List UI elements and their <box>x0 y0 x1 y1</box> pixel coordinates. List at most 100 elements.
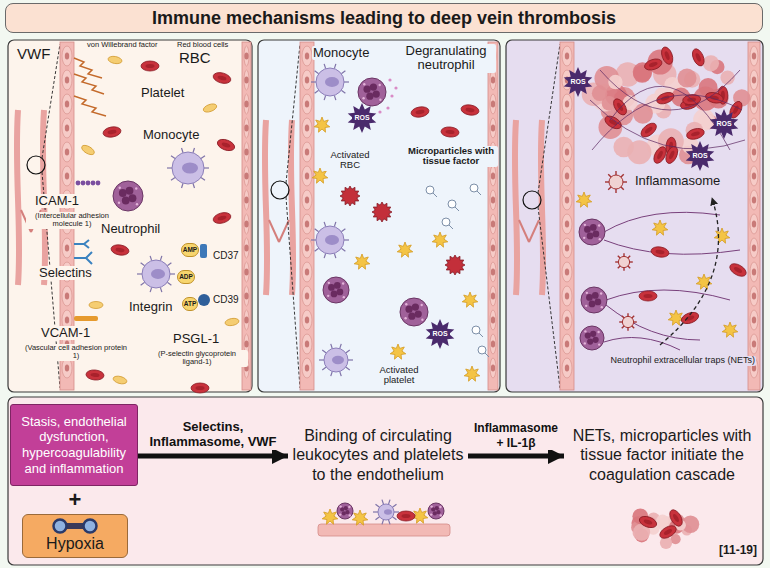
zoom-line <box>286 44 300 183</box>
part-label: von Willebrand factor <box>86 41 158 49</box>
cell-nucleus <box>65 173 69 180</box>
receptor <box>322 367 326 370</box>
red-blood-cell-center <box>445 130 454 135</box>
red-blood-cell <box>102 126 121 139</box>
zoom-line <box>538 44 560 193</box>
activated-platelet <box>652 220 668 235</box>
molecule-label: ADP <box>177 270 195 283</box>
part-label: Monocyte <box>142 128 200 142</box>
cell-nucleus <box>565 245 569 252</box>
icam-bead <box>91 181 96 186</box>
granule <box>327 295 329 297</box>
red-blood-cell <box>212 211 232 225</box>
red-blood-cell-center <box>90 373 99 378</box>
cell-nucleus <box>752 173 756 180</box>
endothelial-cell <box>62 142 72 162</box>
cell-nucleus <box>65 317 69 324</box>
panel-frame <box>258 40 500 392</box>
monocyte <box>172 152 204 184</box>
cell-nucleus <box>244 317 248 324</box>
endothelial-cell <box>244 310 249 330</box>
cell-nucleus <box>244 293 248 300</box>
receptor <box>160 256 162 261</box>
neutrophil <box>579 219 605 245</box>
red-blood-cell <box>685 127 705 141</box>
ros-label: ROS <box>714 120 733 128</box>
endothelial-cell <box>302 46 312 66</box>
zoom-line <box>538 207 560 388</box>
receptor <box>341 248 345 251</box>
endothelial-cell <box>62 46 72 66</box>
neutrophil-nucleus-lobe <box>345 510 349 514</box>
ros-label: ROS <box>690 152 709 160</box>
receptor <box>201 177 205 180</box>
receptor <box>160 287 162 292</box>
vessel-wall <box>748 42 760 390</box>
endothelial-cell <box>490 358 496 378</box>
platelet <box>112 375 127 385</box>
vein-valve <box>269 220 289 242</box>
flow-arrow <box>468 454 564 459</box>
cell-nucleus <box>565 317 569 324</box>
cell-nucleus <box>244 269 248 276</box>
neutrophil-nucleus-lobe <box>585 332 591 338</box>
microparticle <box>470 184 478 192</box>
red-blood-cell <box>639 291 657 301</box>
red-blood-cell-center <box>196 386 205 390</box>
receptor <box>324 95 326 100</box>
part-label: CD39 <box>212 294 240 305</box>
red-blood-cell-center <box>146 64 155 68</box>
cell-nucleus <box>491 101 495 108</box>
cell-nucleus <box>65 77 69 84</box>
endothelial-cell <box>562 94 572 114</box>
red-blood-cell-center <box>644 126 654 135</box>
cd39-enzyme <box>198 294 210 306</box>
neutrophil-nucleus-lobe <box>593 231 600 238</box>
endothelial-cell <box>750 142 758 162</box>
cell-nucleus <box>65 53 69 60</box>
activated-red-blood-cell <box>372 202 392 222</box>
neutrophil-nucleus-lobe <box>370 83 377 90</box>
granule <box>405 303 407 305</box>
vcam-rod <box>74 316 98 321</box>
receptor <box>311 239 316 240</box>
outcome-text: NETs, microparticles with tissue factor … <box>564 426 760 484</box>
red-blood-cell-center <box>672 513 680 523</box>
node-text: Hypoxia <box>46 535 104 553</box>
granule <box>600 292 602 294</box>
neutrophil-nucleus-lobe <box>340 507 344 511</box>
cell-nucleus <box>752 293 756 300</box>
cell-nucleus <box>565 365 569 372</box>
neutrophil-nucleus-lobe <box>435 506 439 510</box>
receptor <box>392 504 396 507</box>
ros-burst <box>348 103 377 133</box>
endothelial-cell <box>750 262 758 282</box>
red-blood-cell <box>191 383 209 393</box>
cell-nucleus <box>565 341 569 348</box>
neutrophil-nucleus-lobe <box>415 310 422 317</box>
red-blood-cell <box>611 97 629 118</box>
receptor <box>171 177 175 180</box>
red-blood-cell-center <box>668 150 675 160</box>
adhesion-vessel <box>265 42 498 390</box>
cell-nucleus <box>491 245 495 252</box>
red-blood-cell-center <box>664 51 671 61</box>
activated-platelet <box>696 274 712 289</box>
neutrophil-nucleus-lobe <box>337 289 344 296</box>
red-blood-cell-center <box>648 61 658 68</box>
endothelial-cell <box>562 46 572 66</box>
neutrophil-nucleus-lobe <box>587 233 594 240</box>
part-label: (P-selectin glycoprotein ligand-1) <box>146 350 248 367</box>
endothelial-cell <box>62 238 72 258</box>
part-label: Platelet <box>140 86 185 100</box>
cell-nucleus <box>565 173 569 180</box>
released-granule <box>390 94 393 97</box>
red-blood-cell-center <box>616 102 624 112</box>
granule <box>439 506 441 508</box>
red-blood-cell <box>728 261 749 279</box>
activated-platelet <box>352 510 368 525</box>
monocyte <box>324 348 348 372</box>
cell-nucleus <box>565 125 569 132</box>
endothelial-cell <box>562 238 572 258</box>
receptor <box>150 287 152 292</box>
